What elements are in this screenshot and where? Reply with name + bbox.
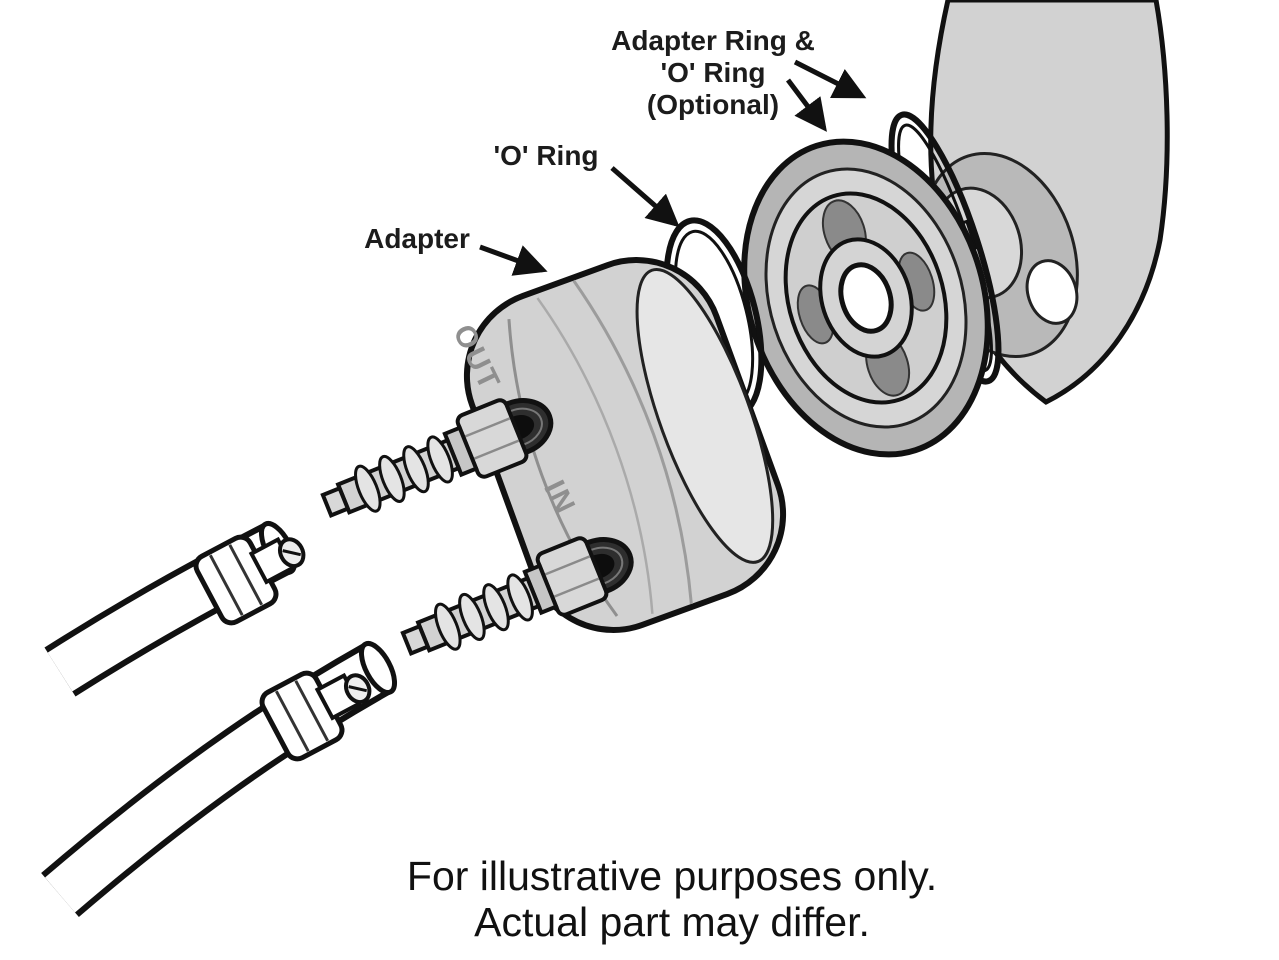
hose-end-cap xyxy=(358,641,398,695)
label-adapter: Adapter xyxy=(364,223,470,254)
label-adapter-ring-line2: 'O' Ring xyxy=(660,57,765,88)
caption-line1: For illustrative purposes only. xyxy=(407,853,937,899)
arrow-to-adapter xyxy=(479,244,548,276)
label-adapter-ring-line1: Adapter Ring & xyxy=(611,25,815,56)
out-barb-fitting xyxy=(312,396,531,538)
adapter-contour xyxy=(572,279,693,605)
in-barb-fitting xyxy=(392,534,611,676)
adapter-ring xyxy=(741,138,991,458)
arrow-to-o-ring xyxy=(610,166,680,228)
adapter-front-face xyxy=(635,267,775,564)
label-o-ring: 'O' Ring xyxy=(493,140,598,171)
label-adapter-ring-line3: (Optional) xyxy=(647,89,779,120)
arrow-to-adapter-ring xyxy=(786,78,827,132)
engine-mount-hole xyxy=(1025,259,1079,325)
arrow-to-optional-o-ring xyxy=(793,59,867,99)
caption-line2: Actual part may differ. xyxy=(474,899,870,945)
ring-center-hole xyxy=(838,262,894,334)
